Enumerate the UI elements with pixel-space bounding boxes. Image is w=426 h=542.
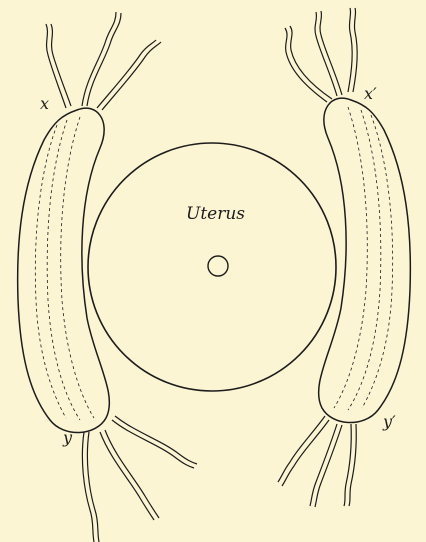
right-lower-vessels [278, 416, 356, 507]
label-y: y [63, 430, 72, 446]
label-x: x [40, 96, 49, 112]
label-y-prime: y′ [383, 414, 396, 430]
uterus-label: Uterus [186, 206, 245, 223]
uterine-os [208, 256, 228, 276]
right-upper-vessels [285, 8, 357, 102]
right-ovary [319, 98, 411, 422]
left-upper-vessels [46, 12, 161, 110]
uterus-circle [88, 143, 336, 391]
left-ovary-outline [18, 108, 110, 432]
left-ovary [18, 108, 110, 432]
right-ovary-outline [319, 98, 411, 422]
label-x-prime: x′ [364, 86, 377, 102]
left-lower-vessels [82, 416, 197, 542]
